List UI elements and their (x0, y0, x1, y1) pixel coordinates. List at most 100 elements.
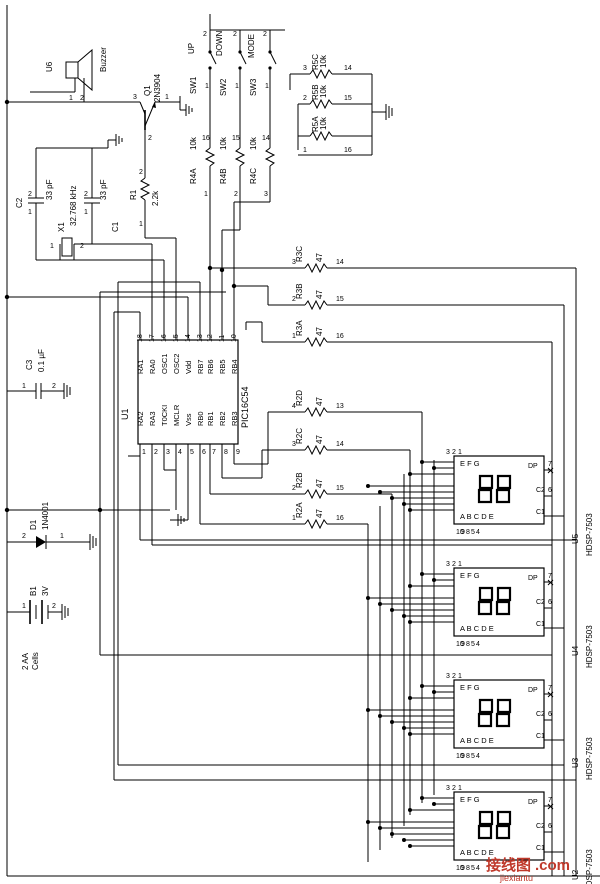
r3b-pin-a: 2 (292, 296, 296, 303)
c2-pin2: 2 (28, 191, 32, 198)
mcu-top-pin-name: RB6 (206, 359, 215, 374)
sw1-name: UP (187, 43, 196, 54)
junction (378, 490, 382, 494)
r5b-pin-b: 15 (344, 95, 352, 102)
junction (408, 472, 412, 476)
display-top-pin: 3 (446, 561, 450, 568)
x1-pin2: 2 (80, 243, 84, 250)
switch-group: UP SW1 2 1 DOWN SW2 2 1 MODE SW3 2 (187, 14, 285, 148)
r5a-pin-b: 16 (344, 147, 352, 154)
display-top-letters: E F G (460, 795, 480, 804)
sw3-ref: SW3 (249, 78, 258, 96)
r5c-ref: R5C (311, 54, 320, 70)
display-top-letters: E F G (460, 571, 480, 580)
r2a-ref: R2A (295, 502, 304, 518)
r2b-value: 47 (315, 479, 324, 488)
junction (366, 484, 370, 488)
mcu-bottom-pin-number: 4 (178, 449, 182, 456)
r1-value: 2.2k (151, 190, 160, 206)
sw3-pin2: 2 (263, 31, 267, 38)
c3-pin2: 2 (52, 383, 56, 390)
mcu-bottom-pin-name: T0CKI (160, 405, 169, 426)
display-ref: U5 (571, 533, 580, 544)
display-bottom-pin: 5 (471, 529, 475, 536)
r4a-value: 10k (189, 136, 198, 150)
display-top-pin: 1 (458, 785, 462, 792)
r5c-pin-a: 3 (303, 65, 307, 72)
r3a-pin-a: 1 (292, 333, 296, 340)
mcu-top-pin-number: 11 (219, 335, 226, 342)
junction (408, 844, 412, 848)
mcu-part: PIC16C54 (240, 386, 250, 428)
x1-value: 32.768 kHz (69, 186, 78, 226)
display-bottom-pin: 4 (476, 641, 480, 648)
mcu-top-pin-number: 18 (137, 334, 144, 342)
mcu-bottom-pin-name: RB1 (206, 411, 215, 426)
c2-pin1: 1 (28, 209, 32, 216)
sw2-pin2: 2 (233, 31, 237, 38)
capacitor-c3: C3 0.1 µF 1 2 (7, 349, 71, 399)
resistor-network-r4: R4A 10k 16 1 R4B 10k 15 2 R4C 10k 14 3 (189, 135, 276, 330)
display-c2-pin: 6 (548, 823, 552, 830)
junction (390, 608, 394, 612)
mcu-bottom-pin-number: 1 (142, 449, 146, 456)
mcu-bottom-pin-number: 8 (224, 449, 228, 456)
display-bottom-pin: 8 (466, 641, 470, 648)
junction (390, 832, 394, 836)
r4c-value: 10k (249, 136, 258, 150)
display-dp: DP (528, 687, 538, 694)
display-top-letters: E F G (460, 459, 480, 468)
sw2-ref: SW2 (219, 78, 228, 96)
r2a-pin-b: 16 (336, 515, 344, 522)
r2b-ref: R2B (295, 472, 304, 488)
q1-ref: Q1 (143, 85, 152, 96)
junction (420, 684, 424, 688)
r2d-pin-a: 4 (292, 403, 296, 410)
no-connect-mark (547, 803, 554, 810)
junction (420, 572, 424, 576)
r3c-pin-b: 14 (336, 259, 344, 266)
mcu-bottom-pin-name: Vss (184, 413, 193, 426)
display-top-letters: E F G (460, 683, 480, 692)
display-c1: C1 (536, 621, 545, 628)
display-bottom-pin: 5 (471, 753, 475, 760)
r2c-pin-b: 14 (336, 441, 344, 448)
oscillator-section: C2 33 pF 2 1 C1 33 pF 2 1 X1 32.768 kHz … (15, 134, 165, 330)
switch-sw1: UP SW1 2 1 (187, 14, 217, 148)
display-bottom-letters: A B C D E (460, 624, 494, 633)
mcu-bottom-pin-name: RA3 (148, 411, 157, 426)
mcu-bottom-pin-number: 9 (236, 449, 240, 456)
display-bottom-pin: 10 (456, 753, 464, 760)
junction (408, 584, 412, 588)
junction (408, 732, 412, 736)
switch-sw2: DOWN SW2 2 1 (215, 30, 247, 148)
d1-pin1: 1 (60, 533, 64, 540)
display-top-pin: 3 (446, 785, 450, 792)
c3-ref: C3 (25, 359, 34, 370)
sw1-ref: SW1 (189, 76, 198, 94)
supply-rail (4, 5, 600, 877)
b1-value: 3V (41, 586, 50, 596)
display-part: HDSP-7503 (585, 849, 594, 884)
r3a-ref: R3A (295, 320, 304, 336)
r5a-ref: R5A (311, 116, 320, 132)
r3a-value: 47 (315, 327, 324, 336)
mcu-top-pin-number: 15 (173, 334, 180, 342)
mcu-bottom-pin-name: MCLR (172, 404, 181, 426)
r3b-value: 47 (315, 290, 324, 299)
mcu-bottom-pin-number: 7 (212, 449, 216, 456)
c2-value: 33 pF (45, 179, 54, 200)
digit-left (477, 586, 494, 616)
mcu-bottom-pin-name: RB0 (196, 411, 205, 426)
mcu-bottom-pin-number: 3 (166, 449, 170, 456)
digit-left (477, 474, 494, 504)
display-bottom-pin: 10 (456, 865, 464, 872)
mcu-top-pin-name: RB7 (196, 359, 205, 374)
r4b-pin-top: 15 (232, 135, 240, 142)
mcu-top-pin-name: Vdd (184, 361, 193, 374)
r1-ref: R1 (129, 189, 138, 200)
junction (408, 696, 412, 700)
d1-pin2: 2 (22, 533, 26, 540)
